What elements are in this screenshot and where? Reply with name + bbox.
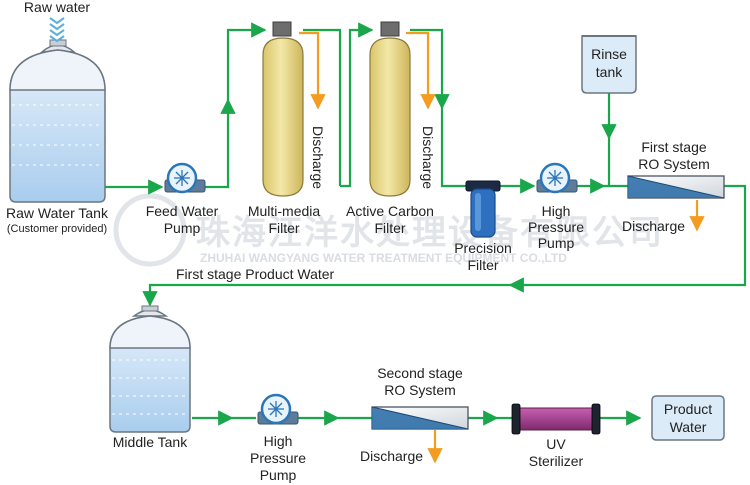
label-raw-tank: Raw Water Tank xyxy=(6,205,109,221)
label-multimedia-1: Multi-media xyxy=(248,203,321,219)
pipe-to-carbon xyxy=(340,22,374,188)
label-rinse-2: tank xyxy=(596,64,623,80)
label-product-1: Product xyxy=(664,401,712,417)
label-hp-pump-2b: Pressure xyxy=(250,450,306,466)
label-ro1-1: First stage xyxy=(641,139,707,155)
label-ro2-1: Second stage xyxy=(377,365,463,381)
discharge-carbon xyxy=(406,31,436,110)
label-hp-pump-1a: High xyxy=(542,203,571,219)
pipe-to-precision xyxy=(440,100,468,188)
label-uv-1: UV xyxy=(546,436,566,452)
pipe-to-multimedia xyxy=(226,22,267,108)
label-raw-tank-note: (Customer provided) xyxy=(7,223,107,235)
pipe-feedpump-up xyxy=(203,98,236,189)
pipes xyxy=(105,22,747,426)
product-water-box xyxy=(651,395,725,441)
feed-water-pump-icon xyxy=(164,162,206,194)
label-carbon-1: Active Carbon xyxy=(346,203,434,219)
raw-water-inlet-icon xyxy=(49,17,65,43)
label-feed-pump-1: Feed Water xyxy=(146,203,219,219)
rinse-tank xyxy=(581,35,637,94)
label-first-product: First stage Product Water xyxy=(176,266,335,282)
label-uv-2: Sterilizer xyxy=(529,453,584,469)
label-multimedia-2: Filter xyxy=(268,220,299,236)
label-hp-pump-1b: Pressure xyxy=(528,219,584,235)
label-rinse-1: Rinse xyxy=(591,46,627,62)
labels: Raw water Raw Water Tank (Customer provi… xyxy=(6,0,712,483)
active-carbon-filter xyxy=(369,21,411,197)
label-carbon-2: Filter xyxy=(374,220,405,236)
label-middle-tank: Middle Tank xyxy=(113,434,188,450)
label-discharge-ro2: Discharge xyxy=(360,448,423,464)
label-hp-pump-1c: Pump xyxy=(538,235,575,251)
label-raw-water: Raw water xyxy=(24,0,90,15)
watermark-en: ZHUHAI WANGYANG WATER TREATMENT EQUIPMEN… xyxy=(200,251,567,265)
label-ro2-2: RO System xyxy=(384,382,456,398)
ro-system-1 xyxy=(627,175,725,199)
label-precision-2: Filter xyxy=(467,257,498,273)
middle-tank xyxy=(109,305,191,433)
label-feed-pump-2: Pump xyxy=(164,220,201,236)
watermark-cn: 珠海汪洋水处理设备有限公司 xyxy=(196,214,664,252)
label-ro1-2: RO System xyxy=(638,156,710,172)
watermark: 珠海汪洋水处理设备有限公司 ZHUHAI WANGYANG WATER TREA… xyxy=(113,193,664,267)
high-pressure-pump-2-icon xyxy=(257,393,299,425)
pipe-to-middle-tank xyxy=(142,283,515,307)
label-discharge-multimedia: Discharge xyxy=(310,126,326,189)
pipe-carbon-out xyxy=(410,28,450,110)
label-discharge-ro1: Discharge xyxy=(622,218,685,234)
label-product-2: Water xyxy=(670,419,707,435)
precision-filter xyxy=(465,180,501,238)
high-pressure-pump-1-icon xyxy=(536,162,578,194)
discharge-lines xyxy=(299,31,705,464)
label-discharge-carbon: Discharge xyxy=(420,126,436,189)
label-hp-pump-2a: High xyxy=(264,433,293,449)
label-hp-pump-2c: Pump xyxy=(260,467,297,483)
uv-sterilizer xyxy=(511,403,601,435)
raw-water-tank xyxy=(9,39,106,203)
multimedia-filter xyxy=(262,21,304,197)
pipe-ro1-product xyxy=(508,184,747,293)
discharge-multimedia xyxy=(299,31,326,110)
pipe-multimedia-out xyxy=(303,28,342,186)
label-precision-1: Precision xyxy=(454,240,512,256)
ro-system-2 xyxy=(371,406,469,430)
